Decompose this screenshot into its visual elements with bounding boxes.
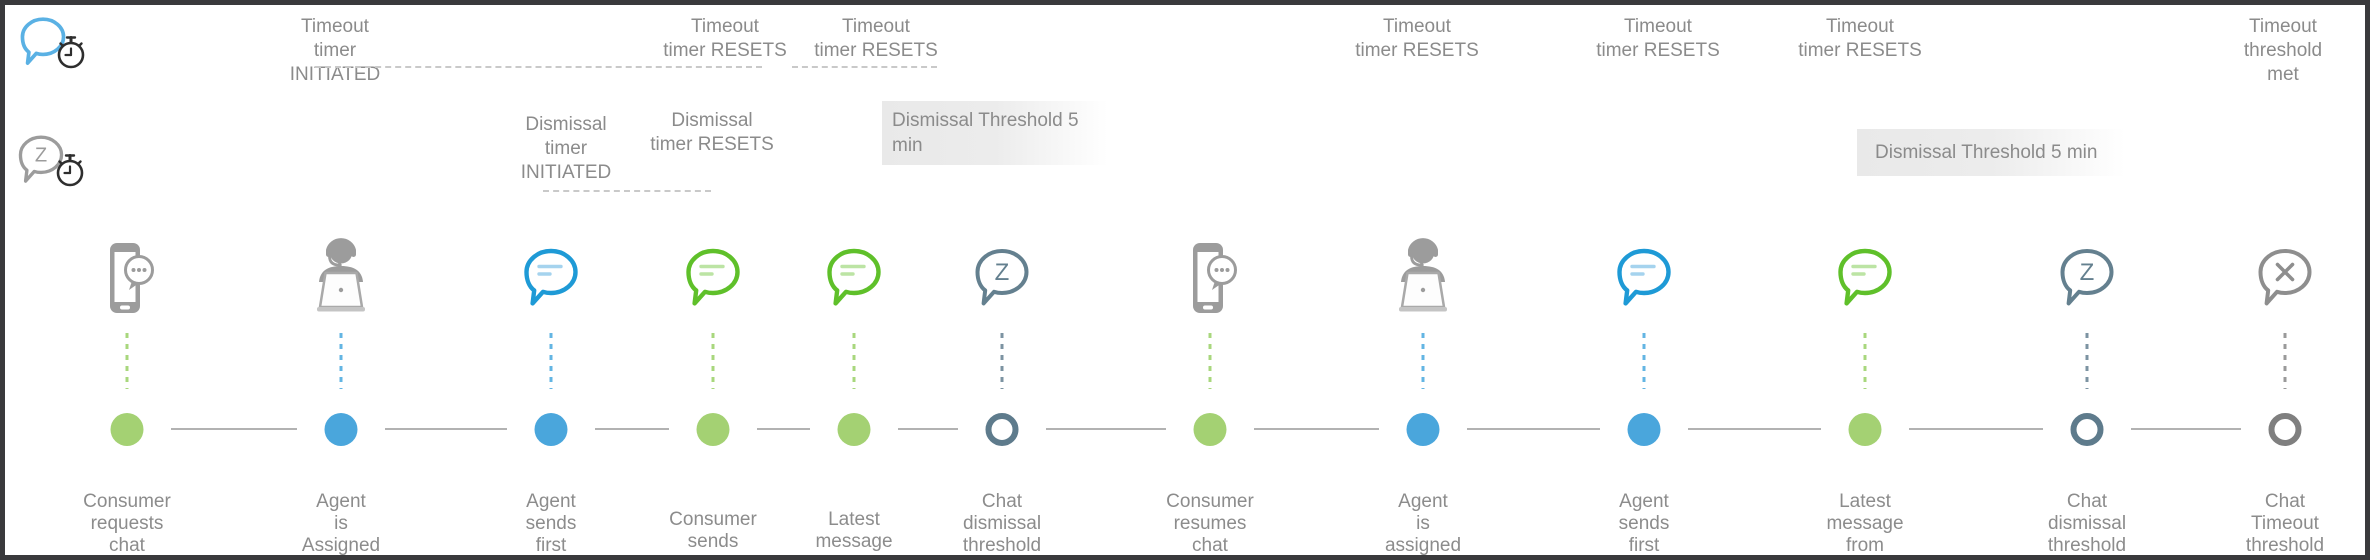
dotted-drop-line [1000, 333, 1004, 389]
dotted-drop-line [2283, 333, 2287, 389]
agent-headset-icon [302, 234, 380, 326]
timeout-timer-resets-label: Timeout timer RESETS [1355, 16, 1479, 61]
agent-message-bubble-icon [520, 246, 582, 308]
timeline-dot [1193, 413, 1227, 446]
event-label: Consumer resumes chat [1166, 491, 1254, 556]
timeline-dot [1627, 413, 1661, 446]
dotted-drop-line [339, 333, 343, 389]
timeline-connector [1467, 428, 1600, 430]
stopwatch-icon [56, 154, 84, 187]
timeline-dot [2070, 413, 2104, 446]
event-label: Agent is assigned [1384, 491, 1462, 556]
consumer-message-bubble-icon [1834, 246, 1896, 308]
timeline-connector [898, 428, 958, 430]
dismissal-timer-resets-label: Dismissal timer RESETS [650, 110, 774, 155]
dotted-drop-line [1642, 333, 1646, 389]
timeline-connector [1254, 428, 1379, 430]
consumer-message-bubble-icon [682, 246, 744, 308]
event-label: Chat dismissal threshold is met. Chat is… [962, 491, 1042, 556]
timeout-timer-resets-label: Timeout timer RESETS [1596, 16, 1720, 61]
timeout-timer-resets-label: Timeout timer RESETS [1798, 16, 1922, 61]
timeline-connector [2131, 428, 2241, 430]
dotted-drop-line [2085, 333, 2089, 389]
timeout-timer-resets-label: Timeout timer RESETS [814, 16, 938, 61]
timeline-connector [1046, 428, 1166, 430]
dismissal-threshold-box: Dismissal Threshold 5 min [882, 101, 1108, 165]
dotted-drop-line [711, 333, 715, 389]
event-label: Consumer sends message [669, 509, 757, 555]
event-label: Agent sends first message [525, 491, 577, 556]
dotted-drop-line [1863, 333, 1867, 389]
agent-message-bubble-icon [1613, 246, 1675, 308]
dotted-drop-line [1421, 333, 1425, 389]
stopwatch-icon [57, 36, 85, 69]
event-label: Chat Timeout threshold met. Chat ended. [2245, 491, 2325, 556]
dismissal-dashed-connector [543, 190, 711, 192]
timeout-timer-legend [17, 15, 103, 87]
close-bubble-icon [2254, 246, 2316, 308]
event-label: Consumer requests chat [83, 491, 171, 556]
timeline-dot [1848, 413, 1882, 446]
timeline-connector [1909, 428, 2043, 430]
timeline-connector [1688, 428, 1821, 430]
timeline-dot [2268, 413, 2302, 446]
timeline-connector [757, 428, 810, 430]
dotted-drop-line [125, 333, 129, 389]
timeout-timer-resets-label: Timeout timer RESETS [663, 16, 787, 61]
dotted-drop-line [1208, 333, 1212, 389]
event-label: Agent is Assigned [301, 491, 381, 556]
consumer-message-bubble-icon [823, 246, 885, 308]
timeout-dashed-connector [315, 66, 762, 68]
timeline-dot [837, 413, 871, 446]
timeout-dashed-connector [792, 66, 937, 68]
event-label: Latest message from consumer [815, 509, 893, 555]
event-label: Agent sends first message [1618, 491, 1670, 556]
snooze-bubble-icon [2056, 246, 2118, 308]
dotted-drop-line [852, 333, 856, 389]
dismissal-threshold-box: Dismissal Threshold 5 min [1857, 129, 2125, 176]
event-label: Chat dismissal threshold is met. Chat is… [2047, 491, 2127, 556]
dismissal-timer-legend [15, 133, 101, 205]
timeline-dot [324, 413, 358, 446]
timeout-timer-initiated-label: Timeout timer INITIATED [289, 16, 381, 85]
timeline-dot [110, 413, 144, 446]
phone-chat-icon [1180, 240, 1240, 318]
timeline-dot [696, 413, 730, 446]
timeline-connector [385, 428, 507, 430]
timeline-dot [534, 413, 568, 446]
dismissal-timer-initiated-label: Dismissal timer INITIATED [520, 114, 612, 183]
agent-headset-icon [1384, 234, 1462, 326]
timeline-dot [985, 413, 1019, 446]
dotted-drop-line [549, 333, 553, 389]
timeline-connector [171, 428, 297, 430]
timeout-threshold-met-label: Timeout threshold met [2243, 16, 2323, 85]
snooze-bubble-icon [971, 246, 1033, 308]
timeline-dot [1406, 413, 1440, 446]
phone-chat-icon [97, 240, 157, 318]
event-label: Latest message from Consumer [1826, 491, 1904, 556]
timeline-connector [595, 428, 669, 430]
